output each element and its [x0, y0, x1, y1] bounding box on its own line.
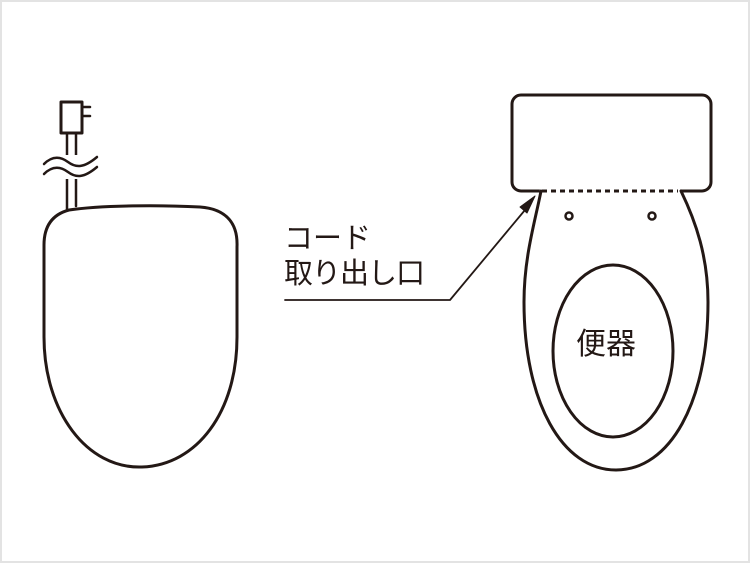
arrow-head-icon — [519, 195, 536, 214]
cord-break-marks-icon — [42, 155, 102, 179]
seat-lid-outline — [42, 204, 239, 469]
seat-ring-outline — [522, 189, 710, 472]
control-unit-outline — [510, 93, 713, 193]
cord-outlet-label-line1: コード — [284, 221, 372, 255]
toilet-bowl-opening — [551, 263, 675, 439]
mounting-hole-left — [564, 211, 574, 221]
mounting-hole-right — [647, 211, 657, 221]
cord-outlet-label-line2: 取り出し口 — [284, 256, 425, 290]
leader-arrow — [284, 203, 531, 301]
toilet-bowl-label: 便器 — [576, 327, 636, 362]
plug-icon — [59, 100, 92, 135]
